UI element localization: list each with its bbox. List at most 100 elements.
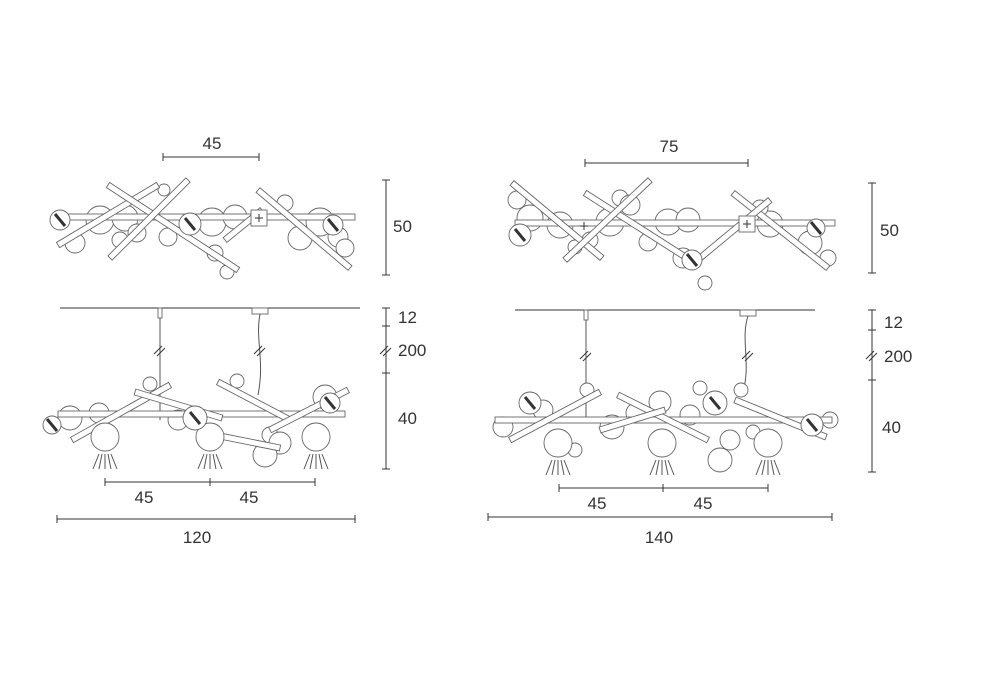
dim-label-body-right: 40 bbox=[882, 418, 901, 437]
rod bbox=[562, 177, 653, 263]
light-ray bbox=[649, 459, 657, 476]
dim-label-spacing-2-left: 45 bbox=[240, 488, 259, 507]
dimension-line bbox=[579, 350, 589, 360]
rod bbox=[598, 406, 667, 434]
dim-label-top-height-right: 50 bbox=[880, 221, 899, 240]
dim-label-total-left: 120 bbox=[183, 528, 211, 547]
led-filament bbox=[53, 213, 67, 227]
dim-label-total-right: 140 bbox=[645, 528, 673, 547]
led-filament bbox=[45, 418, 59, 432]
light-ray bbox=[761, 459, 766, 476]
glass-sphere bbox=[697, 275, 713, 291]
glass-sphere bbox=[692, 380, 708, 396]
dim-label-canopy-right: 12 bbox=[884, 313, 903, 332]
light-ray bbox=[318, 453, 323, 470]
dim-label-spacing-1-left: 45 bbox=[135, 488, 154, 507]
glass-sphere bbox=[733, 382, 749, 398]
cable-clamp bbox=[157, 307, 163, 319]
dimension-line bbox=[868, 352, 878, 362]
dimension-line bbox=[582, 352, 592, 362]
dimension-line bbox=[865, 350, 875, 360]
rod bbox=[105, 181, 241, 274]
dimension-line bbox=[256, 347, 266, 357]
dimension-line bbox=[382, 347, 392, 357]
dim-label-body-left: 40 bbox=[398, 409, 417, 428]
rod bbox=[107, 177, 191, 261]
light-ray bbox=[664, 459, 669, 476]
light-ray bbox=[215, 453, 223, 470]
dim-label-canopy-left: 12 bbox=[398, 308, 417, 327]
led-filament bbox=[805, 418, 819, 432]
light-ray bbox=[655, 459, 660, 476]
dim-label-top-width-left: 45 bbox=[203, 134, 222, 153]
plus-icon bbox=[743, 220, 751, 228]
glass-sphere bbox=[197, 207, 227, 237]
glass-sphere bbox=[157, 183, 171, 197]
dim-label-top-width-right: 75 bbox=[660, 137, 679, 156]
led-filament bbox=[708, 396, 722, 410]
led-filament bbox=[685, 253, 699, 267]
dimension-lines bbox=[56, 153, 878, 523]
plus-icon bbox=[580, 222, 588, 230]
dimension-line bbox=[379, 345, 389, 355]
light-ray bbox=[563, 459, 571, 476]
glass-sphere bbox=[753, 428, 783, 458]
light-ray bbox=[98, 453, 103, 470]
light-ray bbox=[212, 453, 217, 470]
glass-sphere bbox=[195, 422, 225, 452]
dim-label-cable-left: 200 bbox=[398, 341, 426, 360]
dimension-line bbox=[741, 350, 751, 360]
light-ray bbox=[197, 453, 205, 470]
dimension-line bbox=[156, 347, 166, 357]
light-ray bbox=[545, 459, 553, 476]
light-ray bbox=[773, 459, 781, 476]
dim-label-top-height-left: 50 bbox=[393, 217, 412, 236]
dimension-line bbox=[153, 345, 163, 355]
light-ray bbox=[755, 459, 763, 476]
power-cable bbox=[257, 313, 262, 396]
dim-label-cable-right: 200 bbox=[884, 347, 912, 366]
plus-icon bbox=[255, 214, 263, 222]
dim-label-spacing-1-right: 45 bbox=[588, 494, 607, 513]
glass-sphere bbox=[301, 422, 331, 452]
light-ray bbox=[770, 459, 775, 476]
rod bbox=[507, 388, 603, 444]
led-filament bbox=[183, 217, 197, 231]
light-ray bbox=[107, 453, 112, 470]
light-ray bbox=[309, 453, 314, 470]
glass-sphere bbox=[335, 238, 355, 258]
glass-sphere bbox=[229, 373, 245, 389]
light-ray bbox=[551, 459, 556, 476]
glass-sphere bbox=[142, 376, 158, 392]
rod bbox=[616, 391, 710, 444]
dimension-line bbox=[253, 345, 263, 355]
led-filament bbox=[188, 411, 202, 425]
canopy bbox=[739, 309, 757, 317]
glass-sphere bbox=[57, 405, 83, 431]
dim-label-spacing-2-right: 45 bbox=[694, 494, 713, 513]
light-ray bbox=[303, 453, 311, 470]
rod bbox=[514, 219, 836, 227]
light-ray bbox=[667, 459, 675, 476]
led-filament bbox=[809, 221, 823, 235]
glass-sphere bbox=[647, 428, 677, 458]
led-filament bbox=[326, 218, 340, 232]
glass-sphere bbox=[707, 447, 733, 473]
led-filament bbox=[323, 396, 337, 410]
led-filament bbox=[513, 228, 527, 242]
cable-clamp bbox=[583, 309, 589, 321]
canopy bbox=[251, 307, 269, 315]
glass-sphere bbox=[719, 429, 741, 451]
glass-sphere bbox=[90, 422, 120, 452]
light-ray bbox=[203, 453, 208, 470]
led-filament bbox=[523, 396, 537, 410]
light-ray bbox=[321, 453, 329, 470]
rod bbox=[509, 180, 605, 261]
glass-sphere bbox=[543, 428, 573, 458]
rod bbox=[255, 187, 353, 271]
light-ray bbox=[110, 453, 118, 470]
chandelier-illustrations bbox=[42, 177, 839, 476]
light-ray bbox=[560, 459, 565, 476]
light-ray bbox=[92, 453, 100, 470]
